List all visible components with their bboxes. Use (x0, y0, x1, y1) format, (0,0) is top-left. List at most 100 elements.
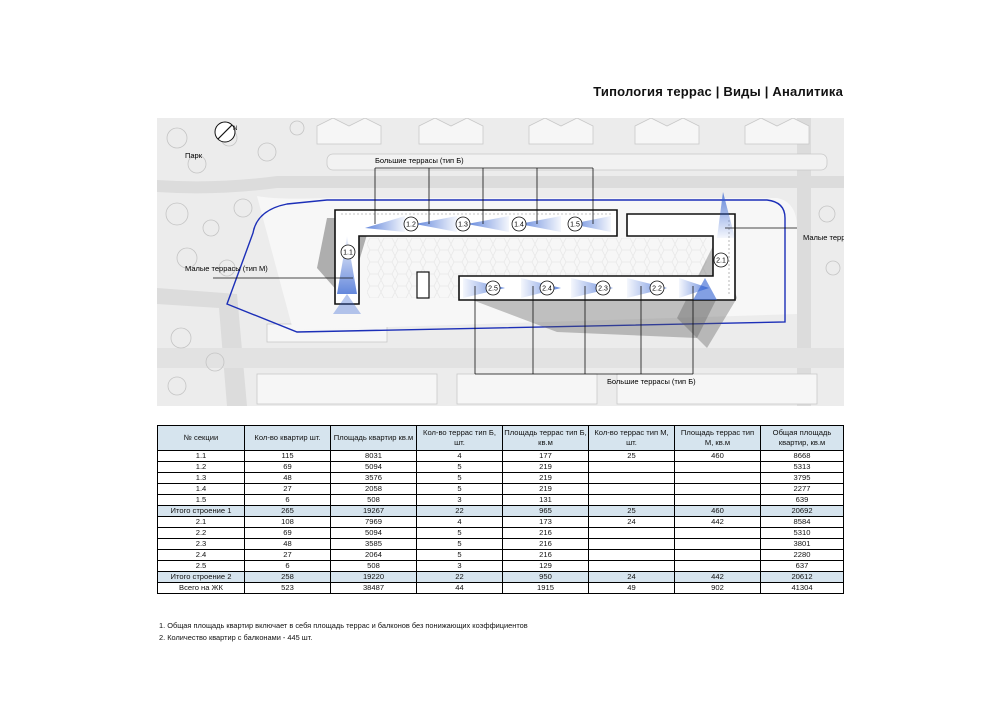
table-cell: Всего на ЖК (157, 582, 245, 594)
table-cell: 8668 (760, 450, 844, 462)
table-cell: 1915 (502, 582, 589, 594)
table-cell: Итого строение 1 (157, 505, 245, 517)
marker-2-5: 2.5 (485, 280, 501, 296)
table-cell: 442 (674, 516, 761, 528)
marker-1-3: 1.3 (455, 216, 471, 232)
table-cell: 69 (244, 527, 331, 539)
label-large-terraces-bottom: Большие террасы (тип Б) (607, 377, 696, 386)
label-small-terraces-left: Малые террасы (тип М) (185, 264, 268, 273)
table-cell (674, 527, 761, 539)
table-cell: 38487 (330, 582, 417, 594)
table-cell: 265 (244, 505, 331, 517)
table-cell: 219 (502, 461, 589, 473)
table-cell: 19220 (330, 571, 417, 583)
table-cell: 4 (416, 450, 503, 462)
table-cell: 129 (502, 560, 589, 572)
table-cell: 637 (760, 560, 844, 572)
svg-text:2.1: 2.1 (716, 258, 726, 265)
table-cell: 508 (330, 560, 417, 572)
table-cell (588, 483, 675, 495)
table-cell: 24 (588, 571, 675, 583)
table-cell: 7969 (330, 516, 417, 528)
marker-2-3: 2.3 (595, 280, 611, 296)
table-cell: 1.4 (157, 483, 245, 495)
table-cell (674, 538, 761, 550)
view-cones-b2 (463, 192, 735, 300)
table-cell: 69 (244, 461, 331, 473)
marker-1-4: 1.4 (511, 216, 527, 232)
table-cell: 6 (244, 494, 331, 506)
header-terraces-m-count: Кол-во террас тип М, шт. (588, 425, 675, 451)
table-cell: 173 (502, 516, 589, 528)
table-cell: 460 (674, 450, 761, 462)
table-cell (588, 549, 675, 561)
table-cell: 1.1 (157, 450, 245, 462)
table-cell: 950 (502, 571, 589, 583)
table-cell: 27 (244, 483, 331, 495)
park-label: Парк (185, 151, 203, 160)
terrace-table: № секции Кол-во квартир шт. Площадь квар… (157, 425, 844, 594)
table-cell: 5 (416, 461, 503, 473)
svg-text:1.4: 1.4 (514, 222, 524, 229)
table-cell: 49 (588, 582, 675, 594)
table-cell: 216 (502, 549, 589, 561)
header-apartments-count: Кол-во квартир шт. (244, 425, 331, 451)
table-cell: 2.4 (157, 549, 245, 561)
table-cell (588, 472, 675, 484)
table-cell: 1.3 (157, 472, 245, 484)
table-cell: 1.5 (157, 494, 245, 506)
svg-text:2.2: 2.2 (652, 286, 662, 293)
table-cell: 20692 (760, 505, 844, 517)
table-cell: 216 (502, 527, 589, 539)
table-cell: 460 (674, 505, 761, 517)
page-title: Типология террас | Виды | Аналитика (593, 84, 843, 99)
table-cell: 3585 (330, 538, 417, 550)
table-cell (674, 461, 761, 473)
marker-1-5: 1.5 (567, 216, 583, 232)
svg-text:1.5: 1.5 (570, 222, 580, 229)
marker-2-2: 2.2 (649, 280, 665, 296)
footnotes: 1. Общая площадь квартир включает в себя… (159, 620, 528, 644)
table-cell (588, 560, 675, 572)
table-cell: 2058 (330, 483, 417, 495)
table-cell: 4 (416, 516, 503, 528)
table-cell (674, 472, 761, 484)
svg-text:2.4: 2.4 (542, 286, 552, 293)
table-cell (588, 527, 675, 539)
building-1 (334, 209, 618, 305)
svg-text:N: N (233, 126, 237, 132)
table-cell: 22 (416, 571, 503, 583)
footnote: 2. Количество квартир с балконами - 445 … (159, 633, 313, 642)
table-cell: Итого строение 2 (157, 571, 245, 583)
table-cell: 5 (416, 538, 503, 550)
table-cell: 2.1 (157, 516, 245, 528)
park-trees (165, 120, 841, 396)
table-cell (588, 461, 675, 473)
table-cell: 2.2 (157, 527, 245, 539)
table-cell: 965 (502, 505, 589, 517)
view-cones-b1 (333, 216, 611, 314)
table-cell (674, 560, 761, 572)
table-cell: 2277 (760, 483, 844, 495)
shadow-bottom (467, 298, 717, 338)
table-cell: 25 (588, 450, 675, 462)
table-cell: 5 (416, 472, 503, 484)
marker-1-2: 1.2 (403, 216, 419, 232)
table-cell: 41304 (760, 582, 844, 594)
table-cell: 19267 (330, 505, 417, 517)
table-cell: 442 (674, 571, 761, 583)
footnote: 1. Общая площадь квартир включает в себя… (159, 621, 528, 630)
table-cell: 258 (244, 571, 331, 583)
table-cell: 2.3 (157, 538, 245, 550)
table-cell: 3576 (330, 472, 417, 484)
